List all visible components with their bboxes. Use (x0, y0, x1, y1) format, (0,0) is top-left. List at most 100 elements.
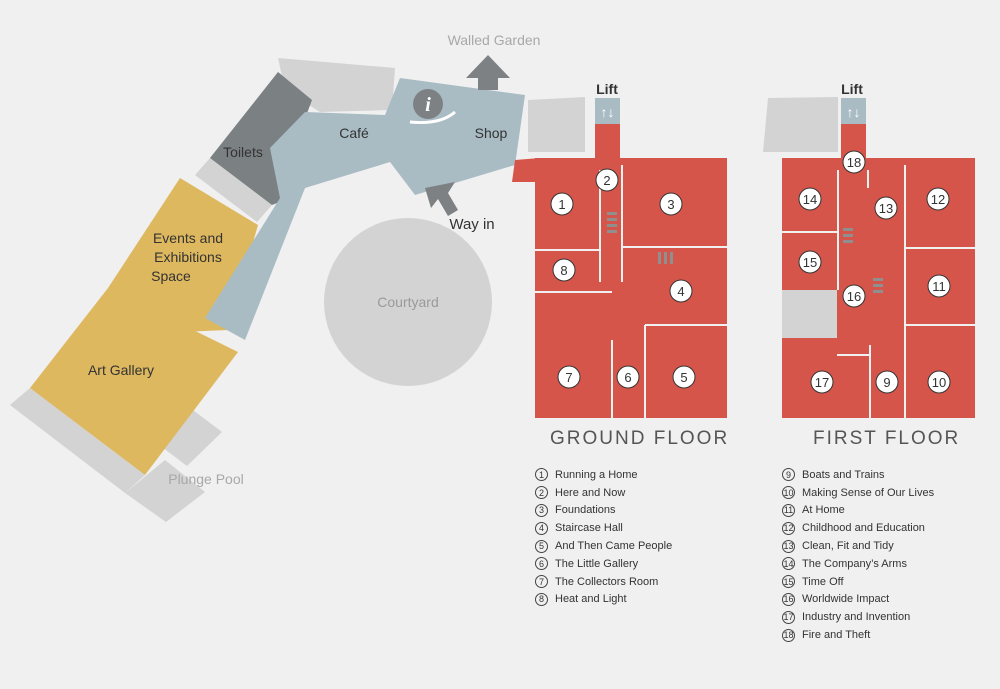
svg-text:14: 14 (803, 192, 817, 207)
first-lift-label: Lift (841, 81, 863, 97)
legend-number: 12 (782, 521, 795, 535)
legend-number: 16 (782, 592, 795, 606)
svg-text:3: 3 (667, 197, 674, 212)
room-marker-4[interactable]: 4 (669, 279, 693, 303)
room-marker-1[interactable]: 1 (550, 192, 574, 216)
legend-name: The Collectors Room (555, 575, 659, 588)
legend-number: 7 (535, 575, 548, 589)
legend-number: 1 (535, 468, 548, 482)
room-marker-10[interactable]: 10 (927, 370, 951, 394)
legend-number: 8 (535, 592, 548, 606)
legend-name: Heat and Light (555, 593, 627, 606)
room-marker-13[interactable]: 13 (874, 196, 898, 220)
svg-text:11: 11 (932, 279, 946, 294)
walled-garden-arrow-icon[interactable] (466, 55, 510, 90)
room-marker-12[interactable]: 12 (926, 187, 950, 211)
legend-number: 10 (782, 486, 795, 500)
room-marker-8[interactable]: 8 (552, 258, 576, 282)
ground-lift-label: Lift (596, 81, 618, 97)
room-marker-2[interactable]: 2 (595, 168, 619, 192)
art-gallery-room[interactable] (30, 288, 238, 475)
walled-garden-label: Walled Garden (448, 32, 541, 48)
cafe-label: Café (339, 125, 369, 141)
info-icon[interactable]: i (413, 89, 443, 119)
ground-entrance-link (512, 158, 540, 182)
room-marker-6[interactable]: 6 (616, 365, 640, 389)
legend-item-14: 14 The Company’s Arms (782, 555, 934, 573)
legend-item-16: 16 Worldwide Impact (782, 591, 934, 609)
room-marker-14[interactable]: 14 (798, 187, 822, 211)
legend-item-12: 12 Childhood and Education (782, 519, 934, 537)
legend-name: Here and Now (555, 486, 626, 499)
room-marker-15[interactable]: 15 (798, 250, 822, 274)
legend-item-3: 3 Foundations (535, 502, 672, 520)
events-label-line3: Space (151, 268, 191, 284)
room-marker-17[interactable]: 17 (810, 370, 834, 394)
legend-item-17: 17 Industry and Invention (782, 608, 934, 626)
legend-name: Clean, Fit and Tidy (802, 540, 894, 553)
svg-text:15: 15 (803, 255, 817, 270)
first-lift-arrows-icon: ↑↓ (847, 104, 861, 120)
svg-text:16: 16 (847, 289, 861, 304)
svg-text:8: 8 (560, 263, 567, 278)
art-gallery-label: Art Gallery (88, 362, 154, 378)
room-marker-5[interactable]: 5 (672, 365, 696, 389)
legend-number: 5 (535, 539, 548, 553)
legend-number: 9 (782, 468, 795, 482)
shop-counter (409, 110, 456, 124)
first-main-block (782, 158, 975, 418)
cafe-shop-corridor[interactable] (205, 78, 525, 340)
first-floor-plan: ↑↓ (763, 97, 975, 418)
first-lift-shaft (841, 98, 866, 124)
legend-number: 2 (535, 486, 548, 500)
legend-name: Industry and Invention (802, 611, 911, 624)
courtyard-label: Courtyard (377, 294, 438, 310)
svg-text:13: 13 (879, 201, 893, 216)
legend-number: 3 (535, 503, 548, 517)
legend-number: 17 (782, 610, 795, 624)
room-marker-16[interactable]: 16 (842, 284, 866, 308)
first-grey-block (763, 97, 838, 152)
svg-text:7: 7 (565, 370, 572, 385)
legend-number: 18 (782, 628, 795, 642)
room-marker-18[interactable]: 18 (842, 150, 866, 174)
first-stairs-icon (843, 228, 883, 293)
grey-strip-1 (195, 158, 272, 222)
toilets-label: Toilets (223, 144, 263, 160)
first-floor-title: FIRST FLOOR (813, 428, 961, 449)
legend-number: 4 (535, 521, 548, 535)
legend-name: Worldwide Impact (802, 593, 890, 606)
svg-text:18: 18 (847, 155, 861, 170)
room-marker-11[interactable]: 11 (927, 274, 951, 298)
ground-lift-shaft (595, 98, 620, 124)
courtyard (324, 218, 492, 386)
first-grey-room (782, 290, 837, 338)
way-in-arrow-icon[interactable] (425, 182, 458, 216)
ground-lift-arrows-icon: ↑↓ (601, 104, 615, 120)
legend-name: The Company’s Arms (802, 557, 907, 570)
legend-name: Foundations (555, 504, 616, 517)
legend-name: At Home (802, 504, 845, 517)
plunge-pool-label: Plunge Pool (168, 471, 244, 487)
room-marker-7[interactable]: 7 (557, 365, 581, 389)
room-marker-3[interactable]: 3 (659, 192, 683, 216)
svg-text:1: 1 (558, 197, 565, 212)
legend-number: 14 (782, 557, 795, 571)
legend-number: 6 (535, 557, 548, 571)
legend-item-7: 7 The Collectors Room (535, 573, 672, 591)
svg-text:5: 5 (680, 370, 687, 385)
shop-label: Shop (475, 125, 508, 141)
svg-text:10: 10 (932, 375, 946, 390)
legend-name: Childhood and Education (802, 522, 925, 535)
room-marker-9[interactable]: 9 (875, 370, 899, 394)
